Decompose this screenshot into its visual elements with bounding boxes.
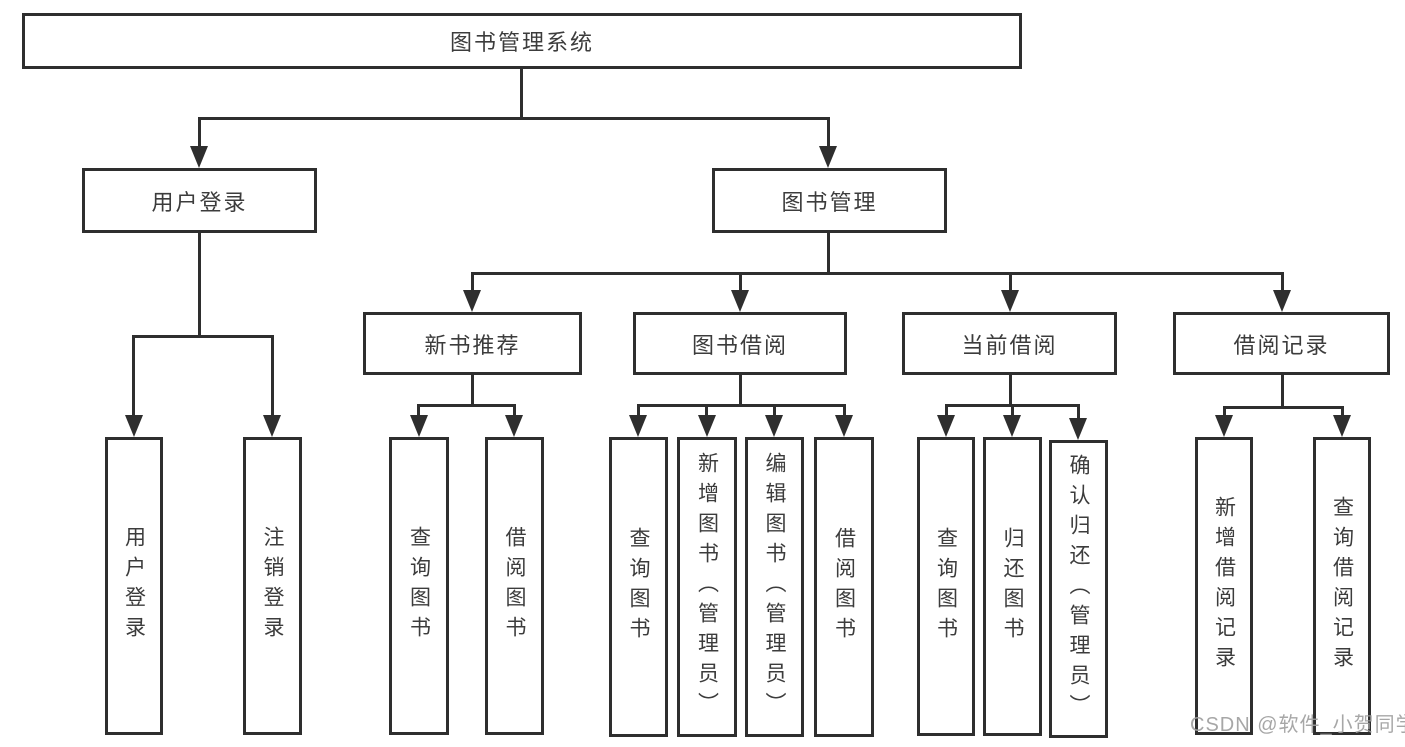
connector-borrow-stem xyxy=(739,375,742,406)
connector-drop-user-login xyxy=(198,117,201,150)
connector-l3-branch xyxy=(471,272,1283,275)
arrow-down-icon xyxy=(463,290,481,312)
arrow-down-icon xyxy=(190,146,208,168)
arrow-down-icon xyxy=(629,415,647,437)
connector-drop xyxy=(773,404,776,416)
node-root: 图书管理系统 xyxy=(22,13,1022,69)
leaf-user-login: 用户登录 xyxy=(105,437,163,735)
connector-user-stem xyxy=(198,233,201,338)
connector-recommend-stem xyxy=(471,375,474,406)
connector-user-branch xyxy=(132,335,274,338)
node-book-borrow: 图书借阅 xyxy=(633,312,847,375)
arrow-down-icon xyxy=(505,415,523,437)
connector-mgmt-stem xyxy=(827,233,830,275)
connector-records-branch xyxy=(1223,406,1344,409)
watermark: CSDN @软件_小贺同学 xyxy=(1190,714,1405,736)
connector-drop xyxy=(945,404,948,416)
leaf-borrow-query-books: 查询图书 xyxy=(609,437,668,737)
connector-drop-recommend xyxy=(471,272,474,292)
arrow-down-icon xyxy=(125,415,143,437)
connector-drop xyxy=(417,404,420,416)
node-user-login-label: 用户登录 xyxy=(151,189,248,215)
connector-drop-current xyxy=(1009,272,1012,292)
node-current-borrow-label: 当前借阅 xyxy=(961,332,1058,358)
leaf-current-return-books: 归还图书 xyxy=(983,437,1042,736)
leaf-borrow-add-books-admin-label: 新增图书（管理员） xyxy=(695,452,719,722)
leaf-logout: 注销登录 xyxy=(243,437,302,735)
leaf-borrow-edit-books-admin: 编辑图书（管理员） xyxy=(745,437,804,737)
arrow-down-icon xyxy=(1001,290,1019,312)
arrow-down-icon xyxy=(698,415,716,437)
connector-l1-branch xyxy=(198,117,830,120)
leaf-borrow-edit-books-admin-label: 编辑图书（管理员） xyxy=(763,452,786,722)
node-new-book-recommend-label: 新书推荐 xyxy=(424,332,521,358)
leaf-borrow-query-books-label: 查询图书 xyxy=(627,527,650,647)
arrow-down-icon xyxy=(1003,415,1021,437)
connector-drop-book-mgmt xyxy=(827,117,830,150)
leaf-records-query-record-label: 查询借阅记录 xyxy=(1330,496,1354,676)
node-new-book-recommend: 新书推荐 xyxy=(363,312,582,375)
connector-drop xyxy=(637,404,640,416)
arrow-down-icon xyxy=(835,415,853,437)
arrow-down-icon xyxy=(731,290,749,312)
arrow-down-icon xyxy=(1069,418,1087,440)
leaf-current-return-books-label: 归还图书 xyxy=(1001,526,1024,647)
arrow-down-icon xyxy=(819,146,837,168)
arrow-down-icon xyxy=(937,415,955,437)
connector-drop-records xyxy=(1281,272,1284,292)
connector-drop xyxy=(1223,406,1226,416)
connector-root-stem xyxy=(520,68,523,117)
connector-borrow-branch xyxy=(637,404,846,407)
arrow-down-icon xyxy=(410,415,428,437)
connector-drop-borrow xyxy=(739,272,742,292)
leaf-records-add-record-label: 新增借阅记录 xyxy=(1212,496,1236,676)
arrow-down-icon xyxy=(1273,290,1291,312)
node-user-login: 用户登录 xyxy=(82,168,317,233)
leaf-borrow-add-books-admin: 新增图书（管理员） xyxy=(677,437,737,737)
connector-drop xyxy=(843,404,846,416)
connector-records-stem xyxy=(1281,375,1284,408)
arrow-down-icon xyxy=(263,415,281,437)
connector-drop xyxy=(1011,404,1014,416)
leaf-logout-label: 注销登录 xyxy=(261,526,284,646)
connector-drop xyxy=(1077,404,1080,418)
leaf-current-confirm-return-admin-label: 确认归还（管理员） xyxy=(1067,454,1090,724)
connector-current-stem xyxy=(1009,375,1012,406)
leaf-recommend-borrow-books: 借阅图书 xyxy=(485,437,544,735)
arrow-down-icon xyxy=(765,415,783,437)
connector-drop xyxy=(513,404,516,416)
leaf-borrow-borrow-books-label: 借阅图书 xyxy=(832,527,856,647)
leaf-current-query-books-label: 查询图书 xyxy=(934,526,958,647)
node-book-management: 图书管理 xyxy=(712,168,947,233)
connector-drop-leaf-logout xyxy=(271,335,274,417)
arrow-down-icon xyxy=(1215,415,1233,437)
connector-drop xyxy=(705,404,708,416)
node-root-label: 图书管理系统 xyxy=(449,30,594,55)
leaf-borrow-borrow-books: 借阅图书 xyxy=(814,437,874,737)
leaf-current-query-books: 查询图书 xyxy=(917,437,975,736)
arrow-down-icon xyxy=(1333,415,1351,437)
leaf-recommend-borrow-books-label: 借阅图书 xyxy=(503,526,526,646)
leaf-current-confirm-return-admin: 确认归还（管理员） xyxy=(1049,440,1108,738)
connector-drop xyxy=(1341,406,1344,416)
node-borrow-records: 借阅记录 xyxy=(1173,312,1390,375)
node-book-borrow-label: 图书借阅 xyxy=(691,332,788,358)
node-current-borrow: 当前借阅 xyxy=(902,312,1117,375)
leaf-user-login-label: 用户登录 xyxy=(122,526,146,646)
leaf-records-add-record: 新增借阅记录 xyxy=(1195,437,1253,735)
connector-recommend-branch xyxy=(417,404,516,407)
connector-drop-leaf-user-login xyxy=(132,335,135,417)
leaf-records-query-record: 查询借阅记录 xyxy=(1313,437,1371,735)
node-borrow-records-label: 借阅记录 xyxy=(1233,332,1330,358)
leaf-recommend-query-books-label: 查询图书 xyxy=(407,526,431,646)
node-book-management-label: 图书管理 xyxy=(781,189,878,215)
leaf-recommend-query-books: 查询图书 xyxy=(389,437,449,735)
